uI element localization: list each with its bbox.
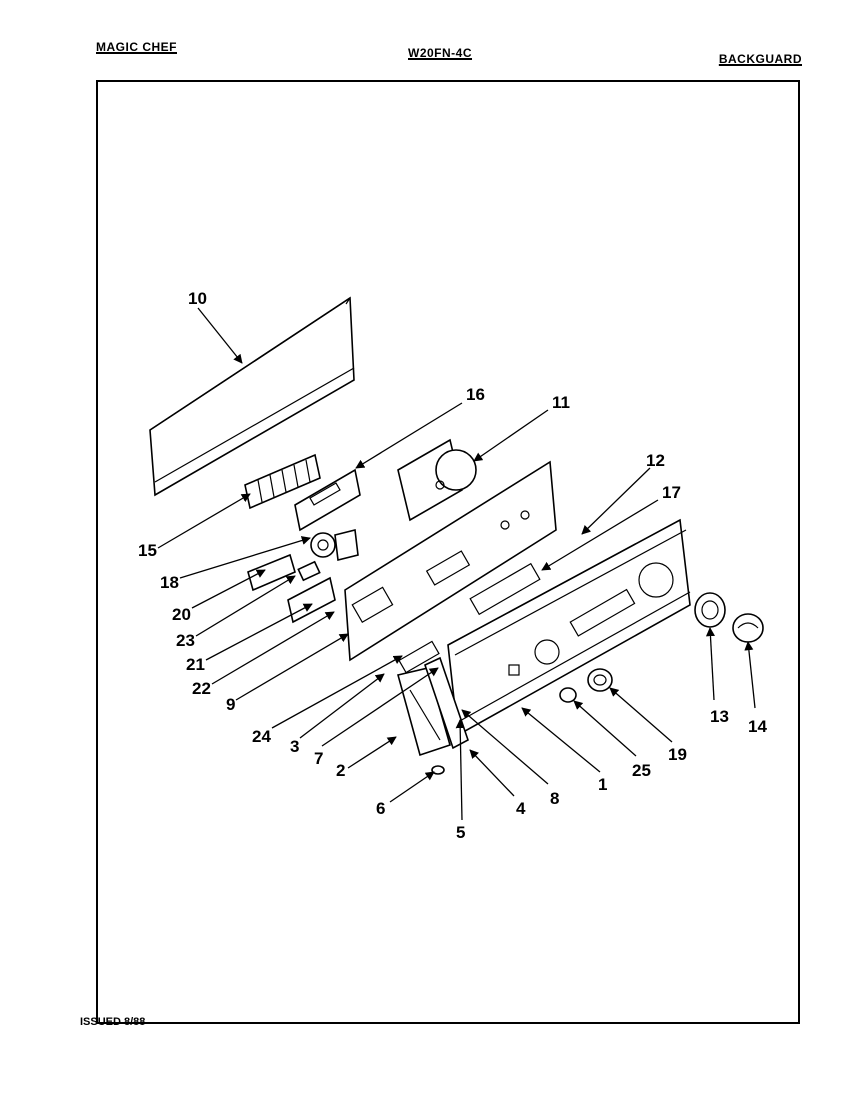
callout-22: 22	[192, 679, 211, 698]
callout-5: 5	[456, 823, 465, 842]
callout-2: 2	[336, 761, 345, 780]
callout-19: 19	[668, 745, 687, 764]
brand-label: MAGIC CHEF	[96, 40, 177, 54]
part-timer	[397, 438, 477, 522]
callout-6: 6	[376, 799, 385, 818]
part-selector-switch	[310, 529, 359, 561]
callout-12: 12	[646, 451, 665, 470]
callout-11: 11	[552, 393, 570, 412]
part-washer	[431, 765, 445, 775]
callout-20: 20	[172, 605, 191, 624]
callout-1: 1	[598, 775, 607, 794]
part-bracket	[294, 468, 361, 532]
callout-7: 7	[314, 749, 323, 768]
part-knob-ring	[587, 668, 613, 692]
callout-13: 13	[710, 707, 729, 726]
callout-25: 25	[632, 761, 651, 780]
callout-23: 23	[176, 631, 195, 650]
issued-date: ISSUED 8/88	[80, 1016, 146, 1028]
callout-4: 4	[516, 799, 526, 818]
part-switch-20	[247, 553, 296, 592]
callout-8: 8	[550, 789, 559, 808]
diagram-frame	[96, 80, 800, 1024]
callout-24: 24	[252, 727, 271, 746]
part-end-cap	[397, 667, 451, 757]
part-knob-cap	[732, 613, 764, 643]
leader-lines	[157, 307, 756, 821]
part-console-front	[447, 518, 691, 737]
callout-14: 14	[748, 717, 767, 736]
part-knob-25	[559, 687, 577, 703]
callout-21: 21	[186, 655, 205, 674]
callout-3: 3	[290, 737, 299, 756]
callout-9: 9	[226, 695, 235, 714]
callout-10: 10	[188, 289, 207, 308]
model-number: W20FN-4C	[408, 46, 473, 60]
callout-labels: 10 16 11 12 17 15 18 20 23 21 22 9 24 3 …	[138, 289, 767, 842]
callout-15: 15	[138, 541, 157, 560]
part-top-cover	[149, 296, 355, 497]
section-title: BACKGUARD	[718, 52, 802, 66]
callout-17: 17	[662, 483, 681, 502]
part-dial	[694, 592, 726, 628]
callout-16: 16	[466, 385, 485, 404]
callout-18: 18	[160, 573, 179, 592]
